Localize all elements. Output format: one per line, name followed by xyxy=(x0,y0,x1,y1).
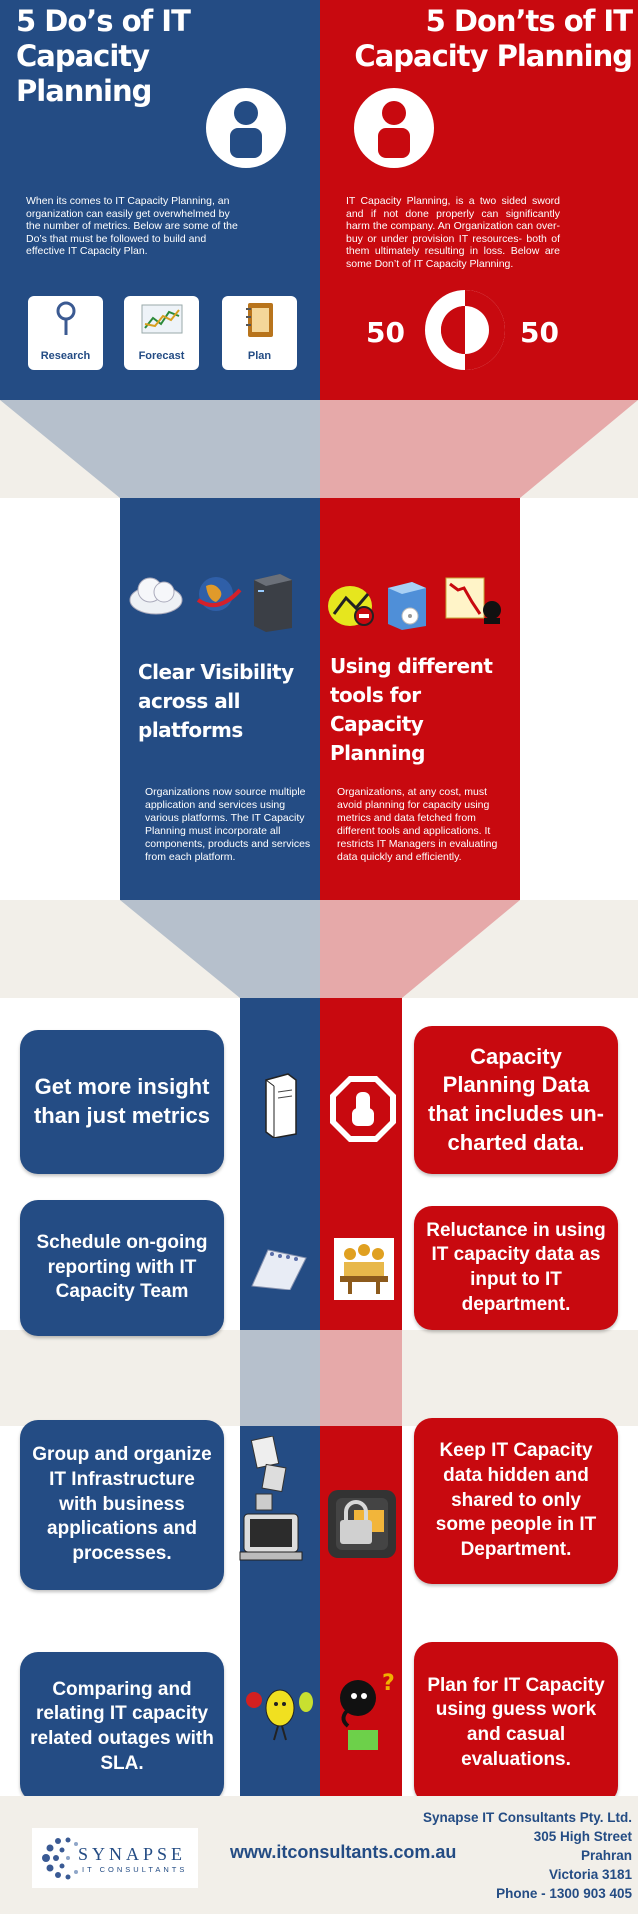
dont-card: Reluctance in using IT capacity data as … xyxy=(414,1206,618,1330)
company-address: Synapse IT Consultants Pty. Ltd. 305 Hig… xyxy=(423,1808,632,1903)
right-value: 50 xyxy=(520,316,559,349)
dos-intro-text: When its comes to IT Capacity Planning, … xyxy=(26,195,238,257)
chart-noentry-icon xyxy=(326,584,376,630)
calendar-icon xyxy=(248,1246,310,1290)
dos-section2-body: Organizations now source multiple applic… xyxy=(145,786,311,863)
person-icon xyxy=(354,88,434,168)
fruit-compare-icon xyxy=(244,1682,318,1742)
logo-sub: IT CONSULTANTS xyxy=(82,1865,188,1874)
dont-card: Plan for IT Capacity using guess work an… xyxy=(414,1642,618,1804)
phone: Phone - 1300 903 405 xyxy=(496,1886,632,1901)
funnel-band xyxy=(0,900,638,998)
logo-name: SYNAPSE xyxy=(78,1844,187,1864)
magnifier-icon xyxy=(54,301,78,337)
tool-label: Forecast xyxy=(138,350,185,362)
notebook-icon xyxy=(245,302,275,338)
globe-icon xyxy=(194,574,242,614)
tower-server-icon xyxy=(258,1072,302,1138)
cloud-icon xyxy=(128,568,184,618)
donts-section2-body: Organizations, at any cost, must avoid p… xyxy=(337,786,498,863)
confused-figure-icon: ? xyxy=(330,1668,402,1752)
svg-text:?: ? xyxy=(382,1671,395,1696)
dos-section2-panel xyxy=(120,498,320,900)
address-street: 305 High Street xyxy=(533,1829,632,1844)
person-icon xyxy=(206,88,286,168)
donts-section2-panel xyxy=(320,498,520,900)
forecast-tile: Forecast xyxy=(124,296,199,370)
company-logo: SYNAPSE IT CONSULTANTS xyxy=(32,1828,198,1888)
donts-intro-text: IT Capacity Planning, is a two sided swo… xyxy=(346,195,560,270)
server-icon xyxy=(250,572,296,632)
falling-chart-icon xyxy=(444,576,506,626)
do-card: Get more insight than just metrics xyxy=(20,1030,224,1174)
dos-section2-title: Clear Visibility across all platforms xyxy=(138,660,294,742)
secure-folder-icon xyxy=(326,1488,398,1560)
dos-title: 5 Do’s of IT Capacity Planning xyxy=(16,4,191,108)
half-donut-icon xyxy=(425,290,505,370)
do-card: Group and organize IT Infrastructure wit… xyxy=(20,1420,224,1590)
funnel-band xyxy=(0,400,638,498)
address-state: Victoria 3181 xyxy=(548,1867,632,1882)
tool-label: Plan xyxy=(247,350,272,362)
dont-card: Keep IT Capacity data hidden and shared … xyxy=(414,1418,618,1584)
tool-label: Research xyxy=(40,350,91,362)
website-link[interactable]: www.itconsultants.com.au xyxy=(230,1842,457,1862)
donts-section2-title: Using different tools for Capacity Plann… xyxy=(330,654,493,765)
software-box-icon xyxy=(382,576,432,630)
left-value: 50 xyxy=(366,316,405,349)
do-card: Schedule on-going reporting with IT Capa… xyxy=(20,1200,224,1336)
company-name: Synapse IT Consultants Pty. Ltd. xyxy=(422,1810,632,1825)
dot-swirl-icon xyxy=(36,1832,88,1884)
dont-card: Capacity Planning Data that includes un-… xyxy=(414,1026,618,1174)
do-card: Comparing and relating IT capacity relat… xyxy=(20,1652,224,1802)
chart-icon xyxy=(141,304,183,334)
team-meeting-icon xyxy=(334,1238,394,1300)
funnel-band xyxy=(0,1330,638,1426)
plan-tile: Plan xyxy=(222,296,297,370)
stop-hand-icon xyxy=(328,1074,398,1144)
research-tile: Research xyxy=(28,296,103,370)
computer-files-icon xyxy=(238,1436,308,1566)
donts-title: 5 Don’ts of IT Capacity Planning xyxy=(354,4,633,73)
address-suburb: Prahran xyxy=(580,1848,632,1863)
